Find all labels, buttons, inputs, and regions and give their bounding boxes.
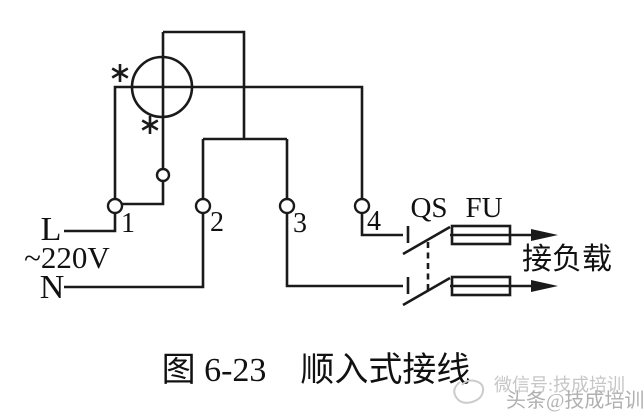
figure-caption: 图 6-23 顺入式接线 [162,351,471,389]
label-voltage: ~220V [24,240,110,275]
terminal3-circle [278,197,296,215]
polarity-asterisk-lower [141,116,159,134]
watermark-line2: 头条@技成培训 [506,389,643,412]
fuse-top-body [450,224,512,246]
switch-top-blade [402,225,451,256]
label-to-load: 接负载 [522,243,612,276]
wire-voltage-coil-top [163,30,246,139]
junction-terminal-circle [155,167,171,183]
wire-line-in [64,213,117,233]
label-neutral: N [40,269,65,306]
terminal1-circle [106,197,124,215]
polarity-asterisk-upper [111,64,129,82]
switch-bottom-blade [402,276,451,307]
arrow-bottom-load [531,280,558,292]
label-terminal-3: 3 [293,208,307,239]
label-fuse-fu: FU [465,192,502,224]
wire-current-coil-path [113,85,364,199]
label-line: L [41,211,62,248]
arrow-top-load [531,229,558,241]
wire-terminal4-to-switch [360,213,403,237]
wire-terminal3-to-switch [285,213,403,288]
watermark-doodle-icon [453,379,485,404]
label-switch-qs: QS [410,192,447,224]
wire-neutral-in [64,213,205,289]
wire-junction-to-terminal1 [122,181,165,206]
watermark-line1: 微信号:技成培训 [494,375,625,395]
label-terminal-4: 4 [367,206,381,237]
label-terminal-2: 2 [210,207,224,238]
label-terminal-1: 1 [121,208,135,239]
fuse-bottom-body [450,275,512,297]
terminal2-circle [194,197,212,215]
